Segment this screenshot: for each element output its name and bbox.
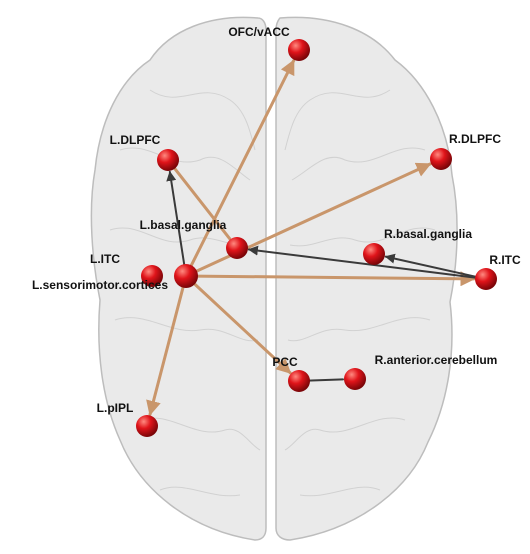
edge-lsm-to-ritc <box>193 271 476 287</box>
edge-lsm-to-lpipl <box>146 283 186 416</box>
node-pcc <box>288 370 310 392</box>
node-label-rbg: R.basal.ganglia <box>384 227 472 241</box>
label-layer: OFC/vACC L.DLPFC R.DLPFC L.basal.gangliaR.b… <box>32 25 521 415</box>
node-ritc <box>475 268 497 290</box>
node-ofc <box>288 39 310 61</box>
edge-ldlpfc-to-lbg <box>172 165 232 241</box>
node-label-rac: R.anterior.cerebellum <box>375 353 498 367</box>
node-litc <box>141 265 163 287</box>
edge-lsm-to-ofc <box>188 59 296 270</box>
node-lsm <box>174 264 198 288</box>
node-label-ldlpfc: L.DLPFC <box>110 133 161 147</box>
node-label-lbg: L.basal.ganglia <box>140 218 227 232</box>
edge-lsm-to-ldlpfc <box>166 170 186 269</box>
node-label-pcc: PCC <box>272 355 298 369</box>
node-label-lsm: L.sensorimotor.cortices <box>32 278 168 292</box>
node-rbg <box>363 243 385 265</box>
node-rac <box>344 368 366 390</box>
node-label-litc: L.ITC <box>90 252 120 266</box>
node-lbg <box>226 237 248 259</box>
node-label-ritc: R.ITC <box>489 253 521 267</box>
node-label-lpipl: L.pIPL <box>97 401 134 415</box>
node-rdlpfc <box>430 148 452 170</box>
edge-lsm-to-pcc <box>191 280 292 375</box>
edge-ritc-to-lbg <box>247 245 479 279</box>
edge-ritc-to-rbg <box>384 253 479 279</box>
edge-pcc-to-rac <box>306 378 345 382</box>
node-ldlpfc <box>157 149 179 171</box>
node-label-ofc: OFC/vACC <box>228 25 290 39</box>
edge-layer <box>146 59 479 416</box>
node-layer <box>136 39 497 437</box>
node-label-rdlpfc: R.DLPFC <box>449 132 501 146</box>
node-lpipl <box>136 415 158 437</box>
